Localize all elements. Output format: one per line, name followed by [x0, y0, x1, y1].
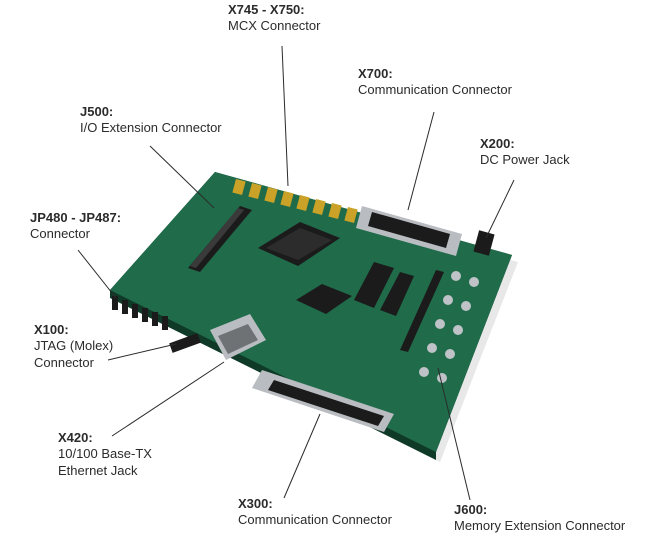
callout-desc: Memory Extension Connector — [454, 518, 626, 534]
leader-j600 — [437, 367, 471, 501]
callout-desc: JTAG (Molex) Connector — [34, 338, 114, 370]
leader-lines — [77, 45, 515, 501]
ethernet-jack — [210, 314, 266, 360]
passive-components — [419, 271, 479, 383]
callout-code: X300: — [238, 496, 273, 511]
leader-x700 — [407, 111, 435, 211]
leader-x300 — [283, 413, 321, 499]
callout-desc: Communication Connector — [358, 82, 512, 98]
callout-desc: Connector — [30, 226, 90, 242]
callout-desc: I/O Extension Connector — [80, 120, 222, 136]
memory-extension-connector — [400, 270, 444, 352]
callout-jtag-connector: X100: JTAG (Molex) Connector — [34, 322, 130, 371]
callout-ethernet-jack: X420: 10/100 Base-TX Ethernet Jack — [58, 430, 170, 479]
callout-desc: Communication Connector — [238, 512, 392, 528]
callout-x300-communication-connector: X300: Communication Connector — [238, 496, 392, 529]
callout-code: X420: — [58, 430, 93, 445]
callout-code: J600: — [454, 502, 488, 517]
callout-desc: 10/100 Base-TX Ethernet Jack — [58, 446, 152, 478]
callout-jp480-connector: JP480 - JP487: Connector — [30, 210, 121, 243]
callout-x700-communication-connector: X700: Communication Connector — [358, 66, 512, 99]
leader-j500 — [149, 145, 215, 209]
jtag-connector — [169, 333, 201, 353]
callout-code: J500: — [80, 104, 114, 119]
leader-x420 — [111, 361, 225, 437]
callout-code: X700: — [358, 66, 393, 81]
callout-code: X745 - X750: — [228, 2, 305, 17]
callout-code: X200: — [480, 136, 515, 151]
callout-memory-extension-connector: J600: Memory Extension Connector — [454, 502, 625, 535]
callout-io-extension-connector: J500: I/O Extension Connector — [80, 104, 222, 137]
callout-code: JP480 - JP487: — [30, 210, 122, 225]
leader-x745 — [281, 45, 289, 187]
leader-x100 — [107, 343, 177, 361]
callout-desc: MCX Connector — [228, 18, 321, 34]
callout-mcx-connector: X745 - X750: MCX Connector — [228, 2, 320, 35]
communication-connector-bottom — [252, 370, 394, 432]
callout-dc-power-jack: X200: DC Power Jack — [480, 136, 570, 169]
secondary-chip — [296, 284, 352, 314]
board-top — [110, 172, 512, 452]
mcx-connectors — [232, 178, 358, 224]
dc-power-jack — [473, 230, 495, 256]
memory-chips — [354, 262, 414, 316]
leader-x200 — [485, 179, 515, 239]
communication-connector-top — [356, 206, 462, 256]
leader-jp480 — [77, 249, 117, 299]
callout-desc: DC Power Jack — [480, 152, 570, 168]
jumper-header-pins — [112, 296, 168, 330]
callout-code: X100: — [34, 322, 69, 337]
